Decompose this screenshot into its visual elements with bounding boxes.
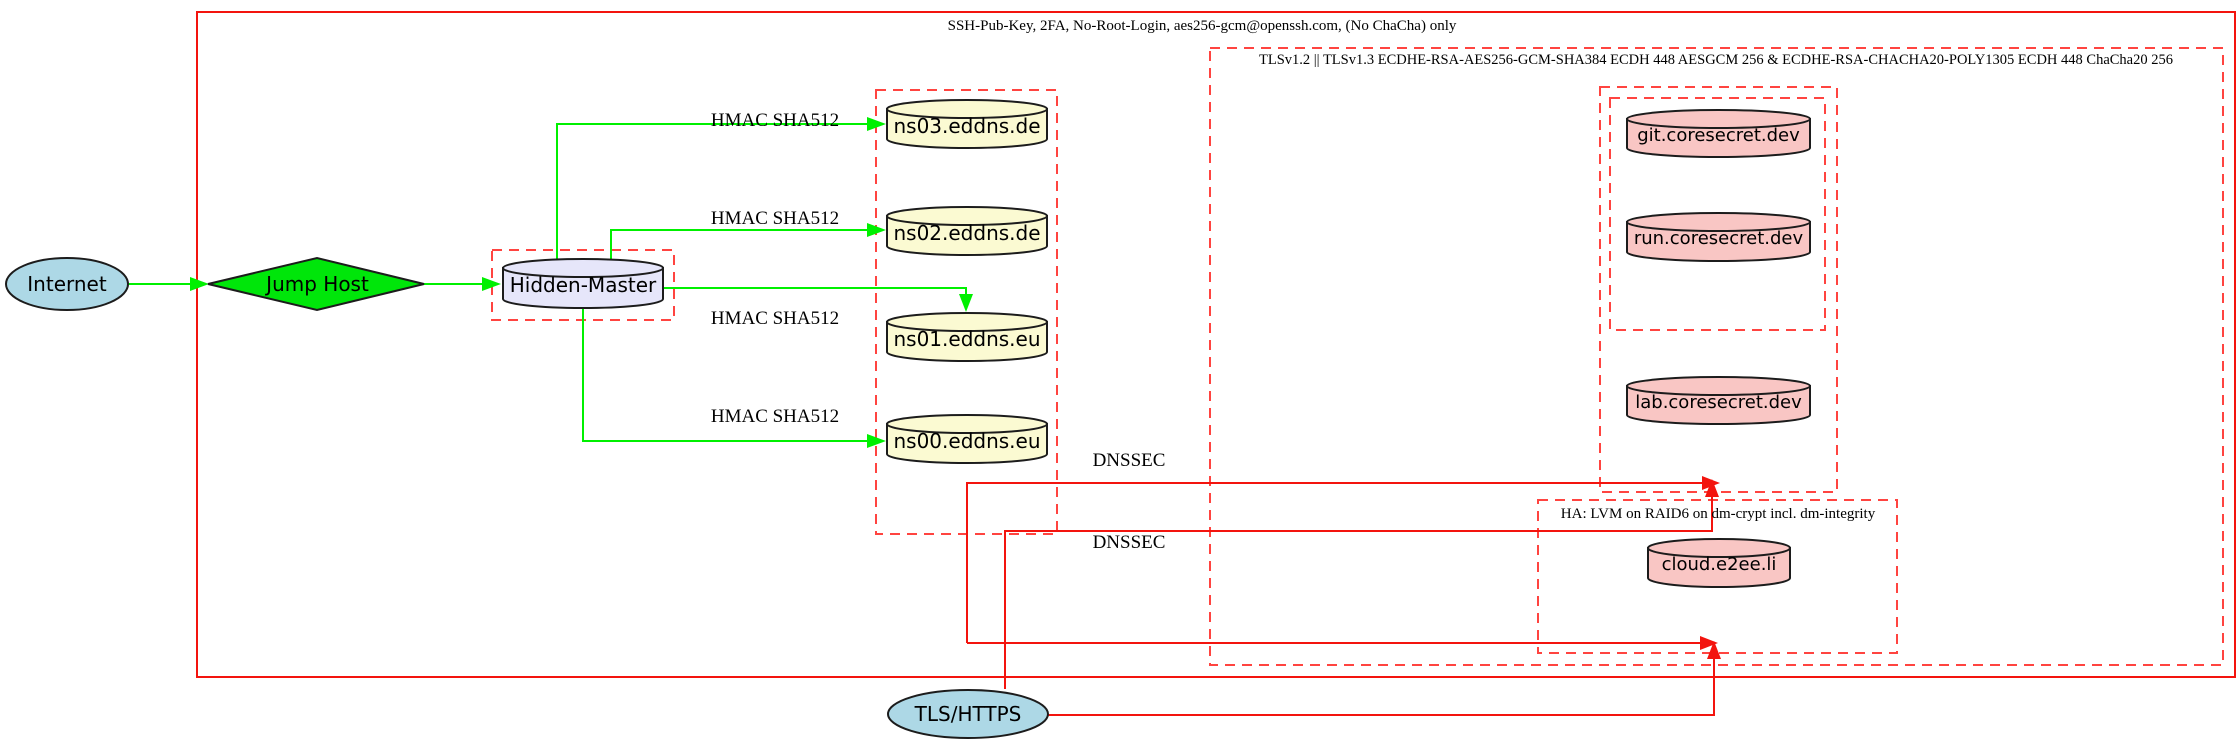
- node-jumphost-label: Jump Host: [266, 272, 369, 296]
- arrowhead: [867, 117, 886, 131]
- cluster-ha-box: [1537, 499, 1898, 654]
- edge-dnssec-to-coresecret: [966, 476, 1720, 643]
- edge-label-dnssec-2: DNSSEC: [1092, 532, 1166, 553]
- arrowhead: [1707, 641, 1721, 659]
- arrowhead: [1705, 479, 1719, 497]
- edge-dnssec-to-ha: [967, 636, 1718, 650]
- arrowhead: [959, 294, 973, 312]
- edge-tlshttps-to-ha: [1048, 641, 1721, 716]
- node-run-label: run.coresecret.dev: [1633, 228, 1804, 249]
- arrowhead: [867, 434, 886, 448]
- node-internet-shape: [5, 257, 129, 311]
- edge-hiddenmaster-ns02: [610, 223, 886, 259]
- node-cloud-shape: [1647, 538, 1791, 588]
- node-ns02-label: ns02.eddns.de: [893, 221, 1041, 245]
- cluster-coresecret-inner-box: [1609, 97, 1826, 331]
- node-ns03-shape: [886, 99, 1048, 149]
- edge-label-hmac-ns01: HMAC SHA512: [710, 307, 840, 329]
- node-hiddenmaster-label: Hidden-Master: [509, 273, 657, 297]
- node-git-label: git.coresecret.dev: [1637, 125, 1800, 146]
- cluster-ssh-label: SSH-Pub-Key, 2FA, No-Root-Login, aes256-…: [947, 18, 1457, 34]
- edge-label-dnssec-1: DNSSEC: [1092, 450, 1166, 471]
- node-ns01-shape: [886, 312, 1048, 362]
- node-ns02-shape: [886, 206, 1048, 256]
- node-ns00-label: ns00.eddns.eu: [893, 429, 1041, 453]
- arrowhead: [482, 277, 501, 291]
- edge-tlshttps-to-coresecret: [1004, 479, 1719, 689]
- node-tlshttps-label: TLS/HTTPS: [914, 702, 1022, 726]
- cluster-dns-box: [875, 89, 1058, 535]
- edge-label-hmac-ns02: HMAC SHA512: [710, 207, 840, 229]
- node-lab-shape: [1626, 376, 1811, 425]
- node-ns03-label: ns03.eddns.de: [893, 114, 1041, 138]
- node-ns00-shape: [886, 414, 1048, 464]
- edge-jumphost-hiddenmaster: [424, 277, 501, 291]
- edge-internet-jumphost: [128, 277, 209, 291]
- edge-label-hmac-ns00: HMAC SHA512: [710, 405, 840, 427]
- arrowhead: [1700, 636, 1718, 650]
- node-internet-label: Internet: [27, 272, 107, 296]
- arrowhead: [190, 277, 209, 291]
- arrowhead: [867, 223, 886, 237]
- node-git-shape: [1626, 109, 1811, 158]
- node-ns01-label: ns01.eddns.eu: [893, 327, 1041, 351]
- node-tlshttps-shape: [887, 689, 1049, 739]
- edge-label-hmac-ns03: HMAC SHA512: [710, 109, 840, 131]
- edge-hiddenmaster-ns00: [582, 308, 886, 448]
- cluster-ha-label: HA: LVM on RAID6 on dm-crypt incl. dm-in…: [1560, 506, 1876, 522]
- node-run-shape: [1626, 212, 1811, 262]
- edge-hiddenmaster-ns01: [663, 287, 973, 312]
- cluster-tls-label: TLSv1.2 || TLSv1.3 ECDHE-RSA-AES256-GCM-…: [1259, 52, 2173, 69]
- cluster-ssh-box: [196, 11, 2236, 678]
- node-hiddenmaster-shape: [502, 258, 664, 309]
- node-jumphost-shape: [207, 256, 425, 312]
- edge-hiddenmaster-ns03: [556, 117, 886, 259]
- node-cloud-label: cloud.e2ee.li: [1661, 554, 1777, 575]
- node-lab-label: lab.coresecret.dev: [1635, 392, 1802, 413]
